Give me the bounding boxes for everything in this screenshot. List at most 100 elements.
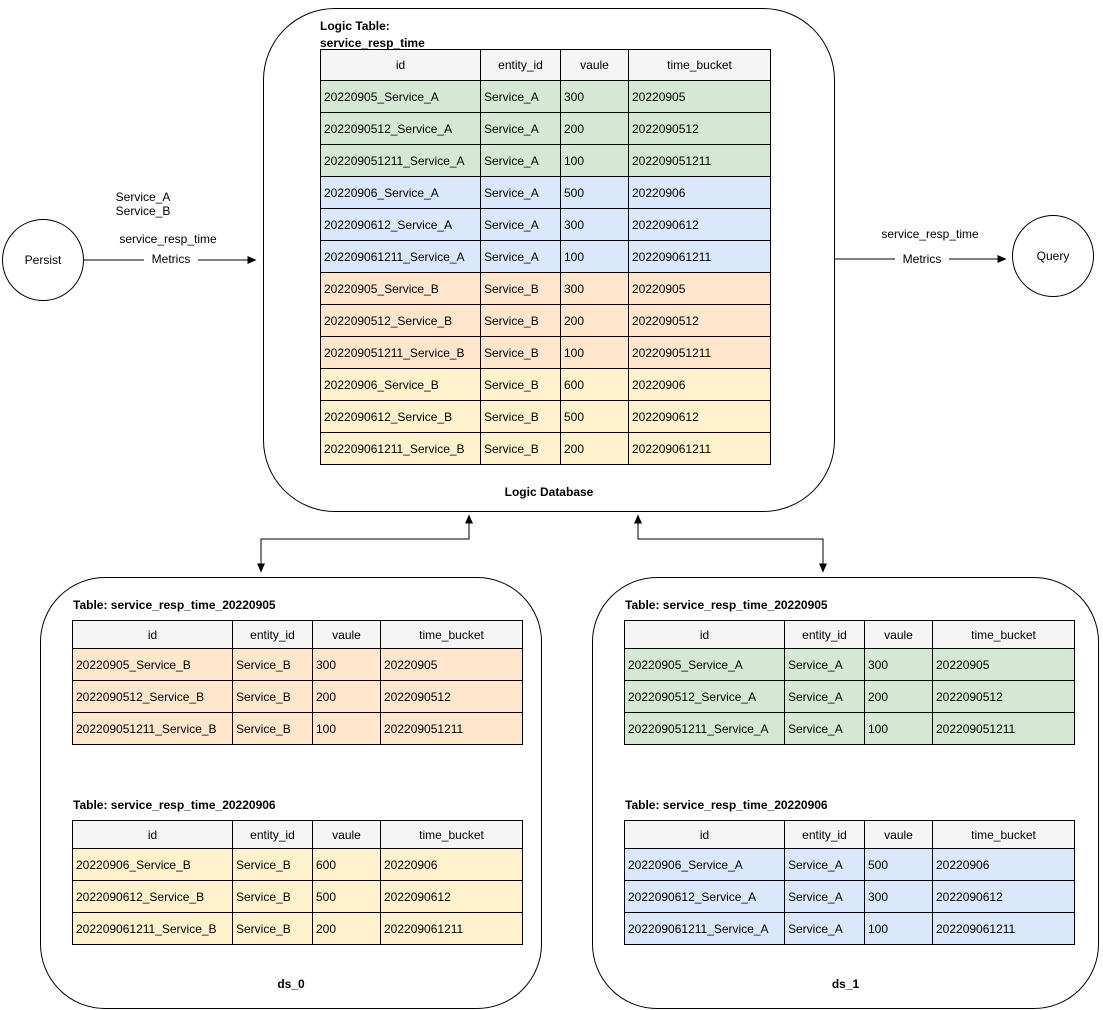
table-cell: 200 [312, 912, 381, 945]
table-cell: Service_A [480, 112, 561, 145]
table-cell: 20220906_Service_B [72, 848, 233, 881]
table-cell: 202209061211 [628, 432, 771, 465]
table-cell: 20220905 [932, 648, 1075, 681]
table-cell: 2022090512_Service_A [624, 680, 785, 713]
table-cell: 300 [560, 80, 629, 113]
table-cell: Service_A [480, 208, 561, 241]
table-cell: 202209051211_Service_B [320, 336, 481, 369]
table-cell: 300 [560, 208, 629, 241]
persist-node: Persist [2, 219, 84, 301]
query-node: Query [1012, 215, 1094, 297]
ds-0-label: ds_0 [277, 977, 305, 991]
table-cell: 20220906 [380, 848, 523, 881]
table-cell: 202209051211 [628, 144, 771, 177]
table-cell: 20220906_Service_B [320, 368, 481, 401]
table-cell: 202209061211_Service_B [320, 432, 481, 465]
table-cell: Service_A [784, 712, 865, 745]
table-cell: 600 [560, 368, 629, 401]
table-cell: 202209061211 [380, 912, 523, 945]
table-cell: Service_B [232, 648, 313, 681]
table-cell: 300 [864, 880, 933, 913]
table-cell: Service_B [232, 712, 313, 745]
table-cell: 202209051211 [380, 712, 523, 745]
table-cell: 500 [312, 880, 381, 913]
table-cell: 2022090512 [628, 304, 771, 337]
table-cell: 100 [560, 240, 629, 273]
table-cell: Service_A [480, 144, 561, 177]
column-header: time_bucket [932, 620, 1075, 649]
column-header: entity_id [480, 49, 561, 81]
table-cell: Service_B [480, 400, 561, 433]
table-cell: Service_B [480, 336, 561, 369]
table-cell: 20220906 [628, 368, 771, 401]
column-header: vaule [864, 620, 933, 649]
table-cell: 202209051211_Service_B [72, 712, 233, 745]
table-cell: 202209051211_Service_A [624, 712, 785, 745]
ds0-table-20220906-title: Table: service_resp_time_20220906 [73, 798, 276, 812]
persist-edge-entities-label: Service_A Service_B [115, 190, 171, 218]
table-cell: Service_B [480, 368, 561, 401]
table-cell: 2022090512_Service_B [72, 680, 233, 713]
table-cell: Service_A [480, 176, 561, 209]
table-cell: 2022090512 [628, 112, 771, 145]
table-cell: Service_B [232, 680, 313, 713]
table-cell: 200 [312, 680, 381, 713]
column-header: time_bucket [380, 620, 523, 649]
column-header: id [320, 49, 481, 81]
query-edge-metric-name-label: service_resp_time [881, 227, 979, 241]
column-header: entity_id [232, 820, 313, 849]
logic-table-title: Logic Table: service_resp_time [320, 18, 425, 52]
table-cell: 20220906 [932, 848, 1075, 881]
table-cell: 500 [560, 176, 629, 209]
table-cell: 202209051211 [628, 336, 771, 369]
table-cell: 2022090612_Service_B [320, 400, 481, 433]
query-node-label: Query [1036, 249, 1070, 263]
table-cell: 2022090612 [628, 400, 771, 433]
table-cell: 300 [560, 272, 629, 305]
ds-1-label: ds_1 [831, 977, 860, 991]
table-cell: 2022090512 [932, 680, 1075, 713]
table-cell: 200 [560, 432, 629, 465]
column-header: id [624, 820, 785, 849]
table-cell: 300 [864, 648, 933, 681]
persist-edge-metric-name-label: service_resp_time [119, 232, 217, 246]
logic-table-title-line2: service_resp_time [320, 36, 425, 50]
column-header: id [72, 620, 233, 649]
ds1-table-20220906-title: Table: service_resp_time_20220906 [625, 798, 828, 812]
table-cell: 202209061211 [932, 912, 1075, 945]
table-cell: 20220905_Service_A [624, 648, 785, 681]
table-cell: Service_A [784, 680, 865, 713]
table-cell: 300 [312, 648, 381, 681]
table-cell: 202209061211_Service_A [320, 240, 481, 273]
table-cell: 500 [864, 848, 933, 881]
table-cell: 2022090512_Service_B [320, 304, 481, 337]
table-cell: 20220906_Service_A [624, 848, 785, 881]
table-cell: 2022090512 [380, 680, 523, 713]
table-cell: Service_B [232, 880, 313, 913]
table-cell: 200 [560, 112, 629, 145]
persist-edge-label: Metrics [144, 252, 198, 266]
table-cell: Service_B [232, 912, 313, 945]
table-cell: 20220905 [628, 80, 771, 113]
table-cell: 2022090612 [628, 208, 771, 241]
